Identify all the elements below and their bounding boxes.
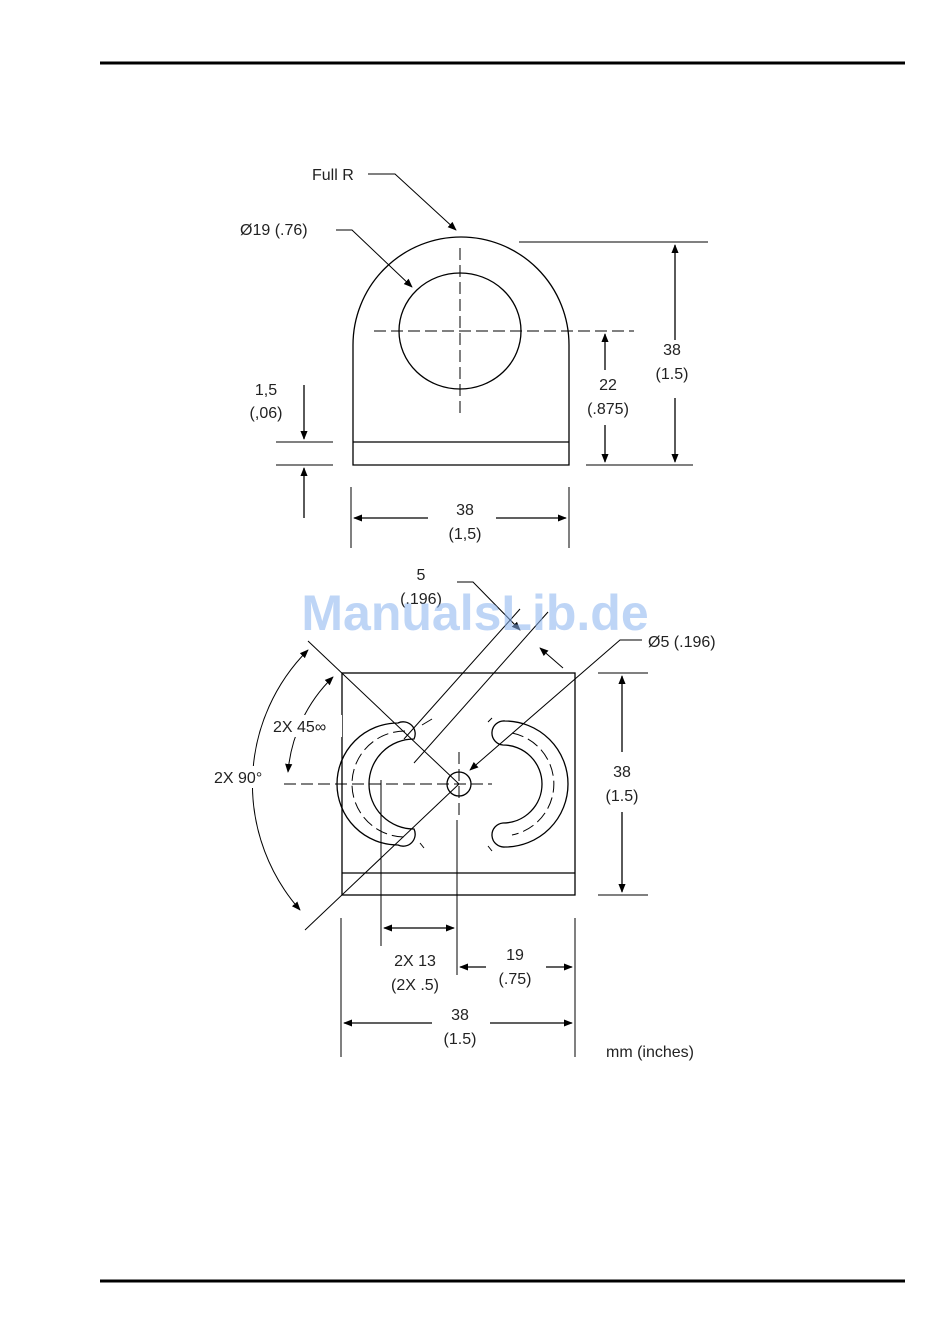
slot-width-mm-label: 5 <box>417 567 426 584</box>
diagonal-45-lower <box>305 784 459 930</box>
top-view: Full R Ø19 (.76) 38 (1.5) 22 (.875) 1,5 … <box>240 167 708 548</box>
slot-offset-in-label: (2X .5) <box>391 977 439 994</box>
full-r-label: Full R <box>312 167 354 184</box>
full-r-leader <box>368 174 456 230</box>
left-slot-tick-top <box>422 719 432 725</box>
fv-height-mm-label: 38 <box>613 764 631 781</box>
slot-width-arrow-out <box>540 648 563 668</box>
width-mm-label: 38 <box>456 502 474 519</box>
right-slot-tick-bottom <box>488 846 492 851</box>
hole-dia-label: Ø19 (.76) <box>240 222 308 239</box>
angle-45-label: 2X 45∞ <box>273 719 326 736</box>
diagonal-45-upper <box>308 641 459 784</box>
height-mm-label: 38 <box>663 342 681 359</box>
fv-width-in-label: (1.5) <box>444 1031 477 1048</box>
height-in-label: (1.5) <box>656 366 689 383</box>
units-note: mm (inches) <box>606 1044 694 1061</box>
half-width-in-label: (.75) <box>499 971 532 988</box>
left-slot-tick-bottom <box>420 843 424 848</box>
watermark: ManualsLib.de <box>301 585 648 641</box>
half-width-mm-label: 19 <box>506 947 524 964</box>
thickness-in-label: (,06) <box>250 405 283 422</box>
hole-dia-leader <box>336 230 412 287</box>
bracket-outline <box>353 237 569 465</box>
angle-90-label: 2X 90° <box>214 770 262 787</box>
width-in-label: (1,5) <box>449 526 482 543</box>
right-slot-tick-top <box>488 718 492 722</box>
hole-height-mm-label: 22 <box>599 377 617 394</box>
slot-offset-mm-label: 2X 13 <box>394 953 436 970</box>
center-hole-leader <box>470 640 642 770</box>
fv-width-mm-label: 38 <box>451 1007 469 1024</box>
front-view: 5 (.196) Ø5 (.196) 2X 45∞ 2X 90° 38 (1.5… <box>212 567 716 1061</box>
fv-height-in-label: (1.5) <box>606 788 639 805</box>
center-hole-label: Ø5 (.196) <box>648 634 716 651</box>
hole-height-in-label: (.875) <box>587 401 629 418</box>
thickness-mm-label: 1,5 <box>255 382 277 399</box>
